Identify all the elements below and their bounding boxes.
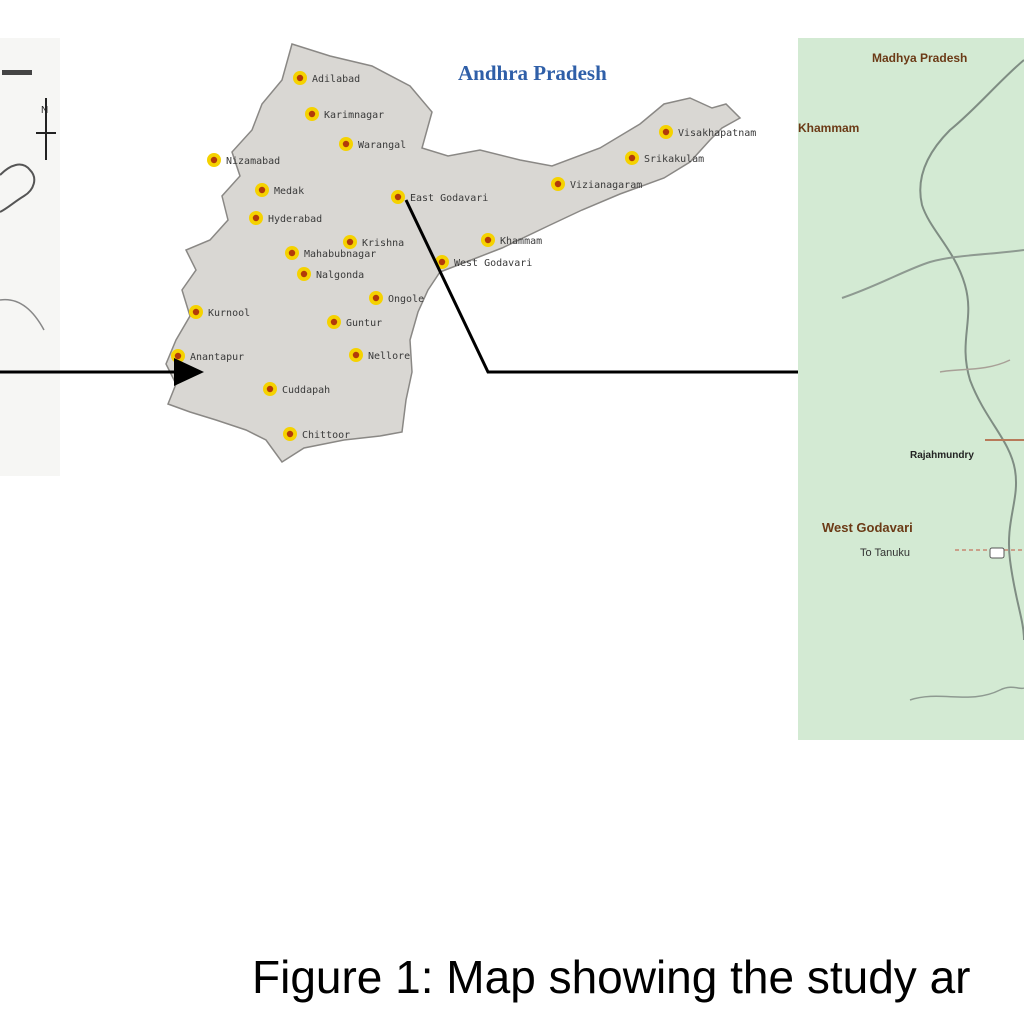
label-west-godavari: West Godavari xyxy=(822,520,913,535)
label-madhya-pradesh: Madhya Pradesh xyxy=(872,51,967,65)
detail-map: Madhya Pradesh Khammam West Godavari To … xyxy=(798,38,1024,740)
district-marker-warangal: Warangal xyxy=(339,137,406,151)
district-label-nellore: Nellore xyxy=(368,351,410,362)
district-markers: AdilabadKarimnagarWarangalNizamabadMedak… xyxy=(171,71,756,441)
detail-map-panel xyxy=(798,38,1024,740)
district-marker-vizianagaram: Vizianagaram xyxy=(551,177,642,191)
north-label: N xyxy=(41,105,48,116)
scale-bar xyxy=(2,70,32,75)
label-khammam: Khammam xyxy=(798,121,859,135)
figure-caption: Figure 1: Map showing the study ar xyxy=(252,951,971,1003)
coast-line xyxy=(909,686,1024,701)
state-title: Andhra Pradesh xyxy=(458,61,607,85)
district-label-mahabubnagar: Mahabubnagar xyxy=(304,249,376,260)
district-label-hyderabad: Hyderabad xyxy=(268,214,322,225)
district-label-guntur: Guntur xyxy=(346,318,382,329)
district-marker-ongole: Ongole xyxy=(369,291,424,305)
district-label-kurnool: Kurnool xyxy=(208,308,250,319)
label-to-tanuku: To Tanuku xyxy=(860,547,910,559)
district-marker-anantapur: Anantapur xyxy=(171,349,244,363)
district-label-west-godavari: West Godavari xyxy=(454,258,532,269)
district-label-karimnagar: Karimnagar xyxy=(324,110,384,121)
district-marker-visakhapatnam: Visakhapatnam xyxy=(659,125,756,139)
river-branch xyxy=(841,249,1024,299)
district-marker-srikakulam: Srikakulam xyxy=(625,151,704,165)
district-label-khammam: Khammam xyxy=(500,236,542,247)
district-label-anantapur: Anantapur xyxy=(190,352,244,363)
arrow-head-left xyxy=(174,358,204,386)
north-arrow-icon: N xyxy=(36,98,56,160)
district-marker-medak: Medak xyxy=(255,183,304,197)
district-marker-nalgonda: Nalgonda xyxy=(297,267,364,281)
district-label-chittoor: Chittoor xyxy=(302,430,350,441)
district-label-ongole: Ongole xyxy=(388,294,424,305)
district-marker-chittoor: Chittoor xyxy=(283,427,350,441)
district-marker-hyderabad: Hyderabad xyxy=(249,211,322,225)
inset-map-panel xyxy=(0,38,60,476)
district-marker-east-godavari: East Godavari xyxy=(391,190,488,204)
district-label-east-godavari: East Godavari xyxy=(410,193,488,204)
label-rajahmundry: Rajahmundry xyxy=(910,450,974,461)
district-marker-karimnagar: Karimnagar xyxy=(305,107,384,121)
district-marker-adilabad: Adilabad xyxy=(293,71,360,85)
district-marker-kurnool: Kurnool xyxy=(189,305,250,319)
district-marker-nellore: Nellore xyxy=(349,348,410,362)
district-label-cuddapah: Cuddapah xyxy=(282,385,330,396)
inset-coastline xyxy=(0,163,36,213)
district-marker-guntur: Guntur xyxy=(327,315,382,329)
district-label-warangal: Warangal xyxy=(358,140,406,151)
road-line xyxy=(939,359,1011,373)
route-shield-icon xyxy=(989,547,1005,559)
state-map: Andhra Pradesh AdilabadKarimnagarWaranga… xyxy=(165,43,756,464)
inset-map: N xyxy=(0,38,60,476)
district-label-srikakulam: Srikakulam xyxy=(644,154,704,165)
district-label-adilabad: Adilabad xyxy=(312,74,360,85)
district-marker-mahabubnagar: Mahabubnagar xyxy=(285,246,376,260)
inset-border xyxy=(0,298,45,331)
district-label-krishna: Krishna xyxy=(362,238,404,249)
district-marker-cuddapah: Cuddapah xyxy=(263,382,330,396)
arrow-state-to-detail xyxy=(404,199,920,374)
district-label-nalgonda: Nalgonda xyxy=(316,270,364,281)
district-label-medak: Medak xyxy=(274,186,304,197)
district-marker-krishna: Krishna xyxy=(343,235,404,249)
district-marker-khammam: Khammam xyxy=(481,233,542,247)
river-main xyxy=(919,59,1024,641)
district-label-nizamabad: Nizamabad xyxy=(226,156,280,167)
district-label-vizianagaram: Vizianagaram xyxy=(570,180,642,191)
state-outline xyxy=(165,43,742,464)
district-marker-nizamabad: Nizamabad xyxy=(207,153,280,167)
district-label-visakhapatnam: Visakhapatnam xyxy=(678,128,756,139)
